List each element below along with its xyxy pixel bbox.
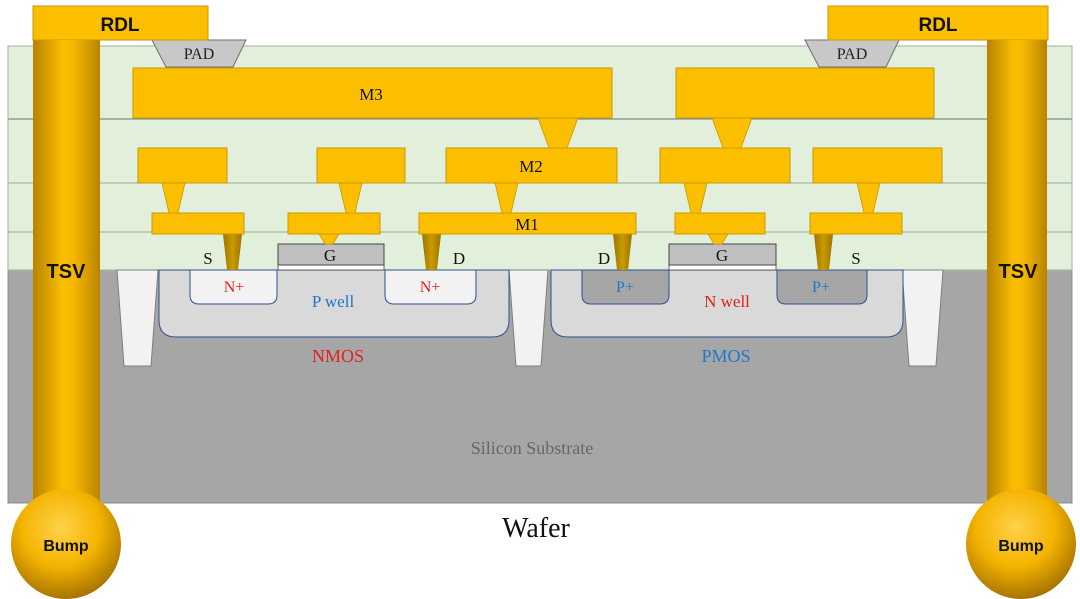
nmos-gate-label: G [324,246,336,265]
gate-oxide-pmos [668,264,777,271]
trench-isolation [116,269,159,367]
nmos-label: NMOS [312,346,364,366]
m1-pad [287,212,381,235]
m1-pad [151,212,245,235]
m3-pad [675,67,935,119]
m2-line [445,147,618,184]
p-plus-source [776,269,868,305]
p-plus-drain [581,269,670,305]
nmos-drain-label: D [453,249,465,268]
rdl-right [827,5,1049,41]
bump-right [966,489,1076,599]
pmos-source-label: S [851,249,860,268]
m1-pad [674,212,766,235]
nmos-left-diffusion-label: N+ [224,279,245,296]
pmos-gate-label: G [716,246,728,265]
trench-isolation [508,269,549,367]
tsv-right-label: TSV [999,261,1039,283]
pad-left [151,39,247,68]
m1-line [418,212,637,235]
m2-label: M2 [519,157,543,176]
tsv-left-label: TSV [47,261,87,283]
rdl-right-label: RDL [918,15,957,36]
contact-via [422,234,441,270]
m1-label: M1 [515,215,539,234]
n-plus-drain [384,269,477,305]
bump-left [11,489,121,599]
bump-left-label: Bump [43,538,89,555]
wafer-label: Wafer [502,513,570,544]
pad-right-label: PAD [837,46,868,63]
rdl-left [32,5,209,41]
contact-via [223,234,242,270]
m3-label: M3 [359,85,383,104]
gate-oxide-nmos [277,264,385,271]
trench-isolation [901,269,944,367]
m2-pad [137,147,228,184]
m2-pad [659,147,791,184]
gate-pmos [668,243,777,266]
m1-pad [809,212,903,235]
contact-via [613,234,632,270]
n-well-label: N well [704,292,750,311]
pad-left-label: PAD [184,46,215,63]
silicon-substrate-label: Silicon Substrate [471,438,594,458]
pmos-left-diffusion-label: P+ [616,279,634,296]
m2-pad [316,147,406,184]
nmos-right-diffusion-label: N+ [420,279,441,296]
contact-via [814,234,833,270]
m2-pad [812,147,943,184]
bump-right-label: Bump [998,538,1044,555]
pmos-right-diffusion-label: P+ [812,279,830,296]
tsv-right [987,40,1047,506]
nmos-source-label: S [203,249,212,268]
n-plus-source [189,269,278,305]
pmos-drain-label: D [598,249,610,268]
m3-line [132,67,613,119]
pmos-label: PMOS [701,346,750,366]
rdl-left-label: RDL [100,15,139,36]
p-well-label: P well [312,292,355,311]
tsv-left [33,40,100,506]
